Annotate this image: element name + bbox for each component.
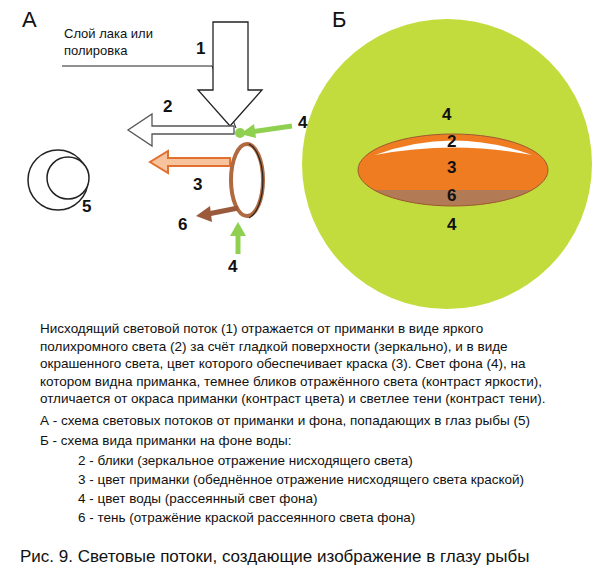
legend-line: А - схема световых потоков от приманки и… bbox=[40, 412, 580, 430]
callout-number: 2 bbox=[163, 96, 172, 118]
arrowhead bbox=[196, 206, 212, 222]
legend-line: 2 - блики (зеркальное отражение нисходящ… bbox=[78, 452, 588, 470]
eye-lens bbox=[47, 157, 89, 199]
fish-eye bbox=[28, 150, 88, 210]
legend-line: 4 - цвет воды (рассеянный свет фона) bbox=[78, 490, 588, 508]
figure-caption: Рис. 9. Световые потоки, создающие изобр… bbox=[20, 546, 590, 568]
legend-line: 3 - цвет приманки (обеднённое отражение … bbox=[78, 471, 588, 489]
lure-outline bbox=[249, 144, 263, 218]
callout-number: 6 bbox=[447, 185, 456, 207]
shadow-arrow bbox=[208, 208, 238, 214]
background-light-arrow bbox=[250, 126, 292, 132]
callout-number: 6 bbox=[178, 214, 187, 236]
water-background bbox=[302, 19, 592, 309]
callout-number: 2 bbox=[447, 131, 456, 153]
callout-number: 4 bbox=[298, 112, 307, 134]
background-light-arrow bbox=[236, 234, 241, 254]
legend-line: 6 - тень (отражёние краской рассеянного … bbox=[78, 509, 588, 527]
paint-color-arrow bbox=[150, 151, 230, 173]
callout-number: 5 bbox=[82, 196, 91, 218]
callout-number: 4 bbox=[228, 256, 237, 278]
callout-number: 1 bbox=[196, 38, 205, 60]
callout-number: 3 bbox=[193, 174, 202, 196]
arrowhead bbox=[230, 222, 246, 236]
part-letter: А bbox=[22, 6, 37, 35]
highlight-dot bbox=[235, 128, 245, 138]
layer-label: Слой лака или полировка bbox=[64, 26, 176, 60]
specular-arrow bbox=[128, 114, 234, 146]
part-letter: Б bbox=[332, 6, 346, 35]
callout-number: 3 bbox=[447, 157, 456, 179]
description: Нисходящий световой поток (1) отражается… bbox=[40, 320, 565, 408]
callout-number: 4 bbox=[442, 104, 451, 126]
legend-line: Б - схема вида приманки на фоне воды: bbox=[40, 432, 580, 450]
incident-light-arrow bbox=[198, 22, 262, 126]
callout-number: 4 bbox=[447, 214, 456, 236]
